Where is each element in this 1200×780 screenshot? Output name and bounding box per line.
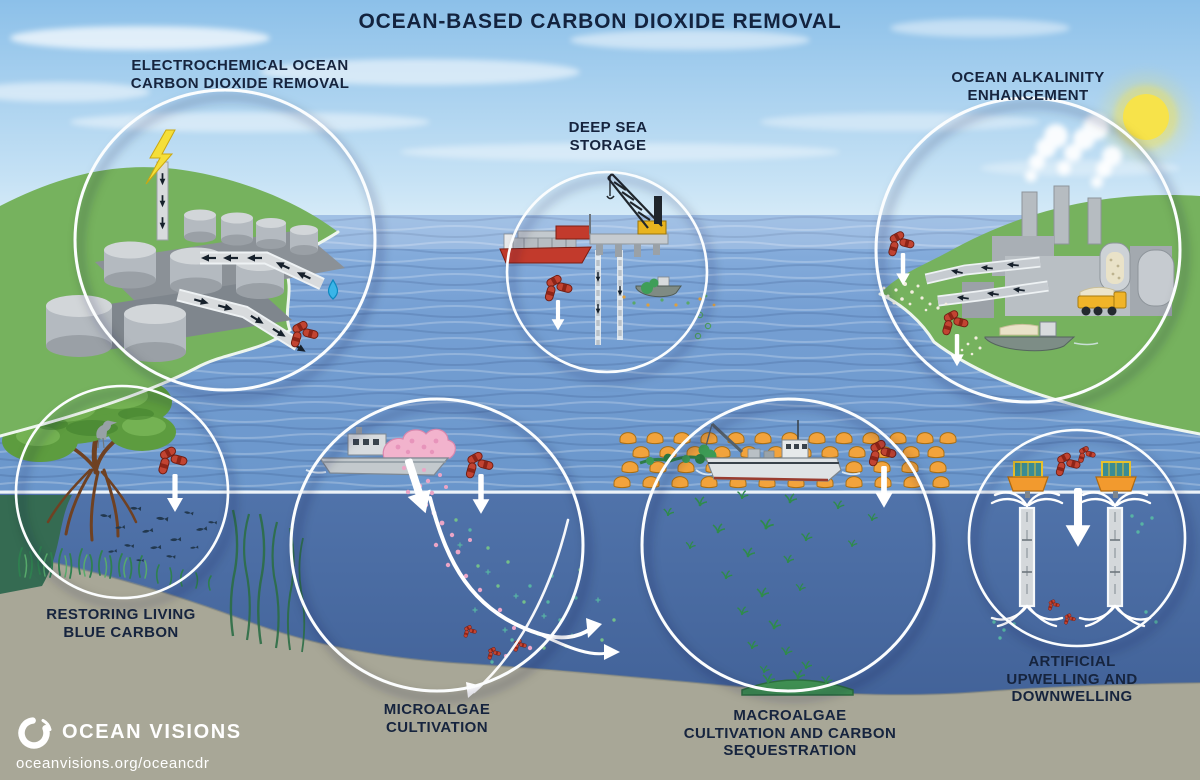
seabed-edge — [0, 551, 1200, 696]
alkalinity-spray — [882, 282, 948, 312]
microalgae-scene — [305, 427, 620, 698]
crane-platform — [555, 173, 669, 257]
survey-boat — [622, 276, 716, 340]
buoy-platform — [1095, 461, 1137, 498]
lens-circles — [14, 88, 1187, 693]
sun-icon — [1102, 73, 1190, 161]
footer-url[interactable]: oceanvisions.org/oceancdr — [16, 755, 210, 772]
lens-microalgae — [289, 397, 585, 693]
injection-pipes — [594, 250, 624, 345]
brand-row: OCEAN VISIONS — [16, 714, 242, 750]
gravel-hopper — [1099, 242, 1131, 292]
fountain-arrows — [990, 491, 1152, 628]
buoy-platforms — [1007, 461, 1137, 498]
storage-tanks — [46, 209, 318, 362]
shoreline — [878, 292, 1200, 436]
upwelling-scene — [990, 445, 1158, 640]
label-electrochemical-ocean-cdr: ELECTROCHEMICAL OCEAN CARBON DIOXIDE REM… — [130, 57, 350, 92]
steam — [1025, 114, 1122, 188]
lightning-icon — [145, 129, 176, 185]
seagrass — [17, 546, 212, 591]
label-microalgae-cultivation: MICROALGAE CULTIVATION — [383, 701, 491, 736]
kelp — [229, 509, 306, 653]
label-ocean-alkalinity-enhancement: OCEAN ALKALINITY ENHANCEMENT — [951, 69, 1105, 104]
label-macroalgae-cultivation: MACROALGAE CULTIVATION AND CARBON SEQUES… — [683, 707, 897, 759]
harvest-boat — [639, 420, 861, 482]
lens-electrochemical — [73, 88, 377, 392]
label-artificial-upwelling-downwelling: ARTIFICIAL UPWELLING AND DOWNWELLING — [1006, 653, 1138, 705]
footer: OCEAN VISIONS oceanvisions.org/oceancdr — [16, 714, 242, 772]
label-restoring-living-blue-carbon: RESTORING LIVING BLUE CARBON — [46, 606, 196, 641]
electric-tower — [145, 129, 176, 241]
electrochemical-plant-scene — [0, 129, 345, 438]
lens-blue-carbon — [14, 384, 230, 600]
clouds — [0, 19, 1180, 176]
lens-ocean-alkalinity — [874, 96, 1182, 404]
heron-icon — [96, 420, 117, 449]
lens-macroalgae — [640, 397, 936, 693]
circulation-arrows — [428, 496, 620, 698]
buoy-platform — [1007, 461, 1049, 498]
upwelling-pipes — [1018, 506, 1124, 608]
brand-name: OCEAN VISIONS — [62, 720, 242, 743]
deep-sea-storage-scene — [499, 173, 716, 345]
smokestack — [1087, 197, 1102, 245]
water-drop-icon — [327, 278, 339, 300]
ocean-visions-logo-icon — [18, 717, 52, 749]
lens-upwelling — [967, 428, 1187, 648]
pink-algae-cargo — [382, 428, 456, 459]
cargo-ship — [499, 230, 592, 264]
algae-boat — [305, 427, 456, 476]
dump-truck — [1077, 286, 1127, 316]
lens-deep-sea-storage — [505, 170, 709, 374]
label-deep-sea-storage: DEEP SEA STORAGE — [568, 119, 648, 154]
conveyors — [924, 256, 1049, 307]
smokestack — [1053, 185, 1070, 245]
waterline — [0, 490, 1200, 494]
underwater-bank — [0, 495, 72, 594]
page-title: OCEAN-BASED CARBON DIOXIDE REMOVAL — [358, 10, 842, 33]
seabed — [0, 552, 1200, 780]
spreader-boat — [960, 321, 1099, 356]
intake-pipe — [199, 251, 325, 290]
ocean-alkalinity-scene — [878, 114, 1200, 436]
outfall-pipe — [176, 288, 309, 356]
crane-icon — [606, 173, 667, 235]
